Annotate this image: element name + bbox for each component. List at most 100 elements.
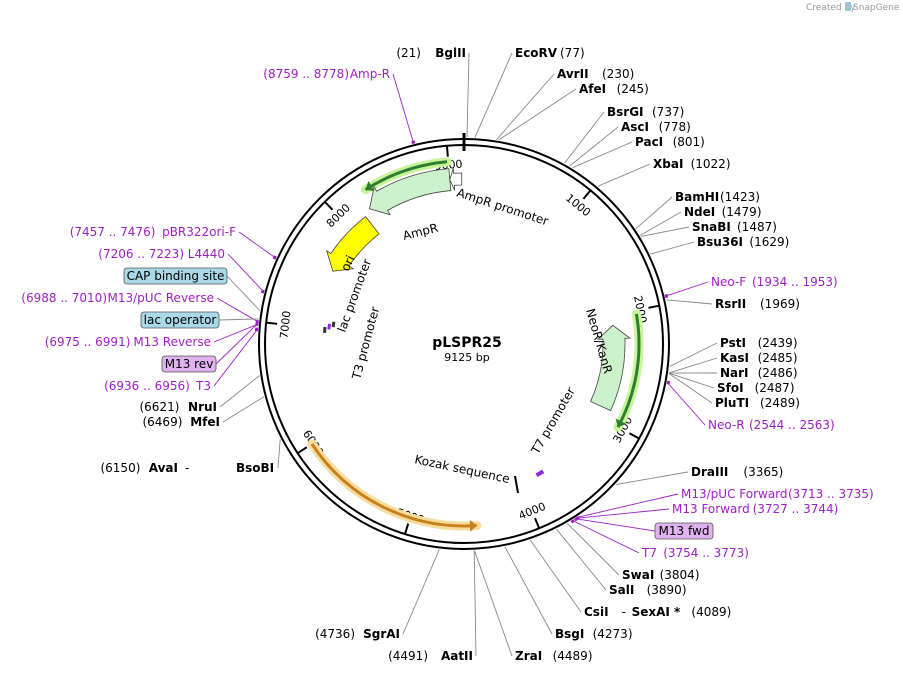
site-name: NruI [188,400,217,414]
feature-box [123,267,228,285]
primer-neo-f[interactable]: Neo-F (1934 .. 1953) [664,275,838,299]
enzyme-site-bglii[interactable]: BglII(21) [396,46,470,138]
enzyme-site-afei[interactable]: AfeI(245) [498,82,649,141]
green-arc-neo-arrowhead [615,418,627,428]
leader-line [402,549,440,635]
tick-label: 4000 [517,500,548,523]
feature-label-ampr-promoter: AmpR promoter [455,186,550,229]
enzyme-site-pluti[interactable]: PluTI(2489) [668,373,800,411]
site-name: M13/pUC Forward [681,487,788,501]
primer-m13-forward[interactable]: M13 Forward(3727 .. 3744) [573,502,839,522]
site-position: (245) [617,82,649,96]
leader-line [667,382,706,426]
leader-line [219,375,260,408]
enzyme-site-snabi[interactable]: SnaBI(1487) [640,220,777,237]
site-name: SfoI [717,381,744,395]
enzyme-site-mfei[interactable]: MfeI(6469) [142,396,265,429]
enzyme-site-sali[interactable]: SalI(3890) [556,528,687,597]
boxed-feature-m13-rev[interactable]: M13 rev [161,322,259,373]
site-position: (3754 .. 3773) [663,546,749,560]
primer-pbr322ori-f[interactable]: pBR322ori-F(7457 .. 7476) [70,225,277,260]
site-name: CsiI [584,605,609,619]
site-name-pair: BsoBI [236,461,274,475]
enzyme-site-kasi[interactable]: KasI(2485) [668,351,798,374]
leader-line [474,52,513,138]
site-position: (6975 .. 6991) [45,335,131,349]
site-position: (1022) [691,157,731,171]
primer-l4440[interactable]: L4440(7206 .. 7223) [98,247,265,294]
enzyme-site-asci[interactable]: AscI(778) [569,120,691,167]
primer-mark [664,293,669,299]
enzyme-site-ecorv[interactable]: EcoRV(77) [474,46,585,138]
tick-mark [403,523,410,535]
leader-line [668,357,718,374]
primer-amp-r[interactable]: Amp-R(8759 .. 8778) [263,67,416,145]
enzyme-site-rsrii[interactable]: RsrII(1969) [666,297,800,311]
site-name: SalI [609,583,634,597]
primer-m13-reverse[interactable]: M13 Reverse(6975 .. 6991) [45,322,259,349]
enzyme-site-ndei[interactable]: NdeI(1479) [639,205,762,236]
boxed-feature-m13-fwd[interactable]: M13 fwd [575,518,714,540]
site-name: M13/pUC Reverse [108,291,215,305]
feature-box-label: CAP binding site [127,269,225,283]
site-name: T7 [641,546,657,560]
annotation-arcs [307,157,644,532]
primer-t7[interactable]: T7 (3754 .. 3773) [570,519,749,560]
enzyme-site-bamhi[interactable]: BamHI(1423) [635,190,760,230]
enzyme-site-paci[interactable]: PacI(801) [572,135,705,169]
enzyme-site-csii[interactable]: CsiI-SexAI *(4089) [529,539,731,619]
enzyme-site-xbai[interactable]: XbaI (1022) [597,157,731,187]
green-arc-amp-arrowhead [365,180,375,192]
feature-box-label: M13 rev [165,357,214,371]
enzyme-site-psti[interactable]: PstI(2439) [669,336,798,367]
boxed-feature-lac-operator[interactable]: lac operator [140,311,259,329]
enzyme-site-zrai[interactable]: ZraI(4489) [474,550,593,663]
site-labels: BglII(21)EcoRV(77)AvrII(230)AfeI(245)Bsr… [21,46,873,663]
feature-label-ampr: AmpR [401,221,439,243]
enzyme-site-swai[interactable]: SwaI(3804) [566,523,700,582]
enzyme-site-nari[interactable]: NarI(2486) [668,366,798,380]
site-position: (2485) [758,351,798,365]
site-position: (4489) [553,649,593,663]
site-name: Neo-F [711,275,746,289]
enzyme-site-avrii[interactable]: AvrII(230) [496,67,635,140]
site-position: (737) [652,105,684,119]
enzyme-site-nrui[interactable]: NruI(6621) [139,375,260,414]
leader-line [668,373,713,404]
plasmid-name: pLSPR25 [432,335,502,351]
enzyme-site-bsu36i[interactable]: Bsu36I(1629) [650,235,790,255]
leader-line [216,297,259,323]
leader-line [615,471,689,485]
enzyme-site-bsgi[interactable]: BsgI(4273) [504,546,633,641]
site-name: NdeI [684,205,715,219]
site-position: (4736) [315,627,355,641]
snapgene-credit: Created by SnapGene [806,2,900,13]
primer-t3[interactable]: T3(6936 .. 6956) [104,327,259,393]
tick-label: 7000 [278,310,294,339]
site-name: XbaI [653,157,683,171]
site-name: AvaI [149,461,178,475]
enzyme-site-aatii[interactable]: AatII(4491) [388,550,477,663]
green-arc-neo [616,313,641,428]
boxed-feature-cap-binding-site[interactable]: CAP binding site [123,267,261,311]
site-name: MfeI [190,415,220,429]
primer-m13-puc-forward[interactable]: M13/pUC Forward(3713 .. 3735) [575,487,874,521]
site-name: AvrII [557,67,589,81]
enzyme-site-sfoi[interactable]: SfoI(2487) [668,372,795,395]
site-position: (1934 .. 1953) [752,275,838,289]
site-position: (1969) [760,297,800,311]
tick-label: 1000 [563,191,593,219]
primer-m13-puc-reverse[interactable]: M13/pUC Reverse(6988 .. 7010) [21,291,259,324]
primer-neo-r[interactable]: Neo-R(2544 .. 2563) [666,380,835,432]
leader-line [496,73,555,140]
enzyme-site-sgrai[interactable]: SgrAI(4736) [315,549,440,642]
enzyme-site-avai[interactable]: BsoBI-AvaI(6150) [100,439,281,475]
site-position: (778) [659,120,691,134]
leader-line [597,163,651,187]
feature-box [654,522,714,540]
enzyme-site-draiii[interactable]: DraIII(3365) [615,465,783,485]
leader-line [226,275,261,311]
leader-line [650,241,695,255]
enzyme-site-bsrgi[interactable]: BsrGI(737) [564,105,685,164]
